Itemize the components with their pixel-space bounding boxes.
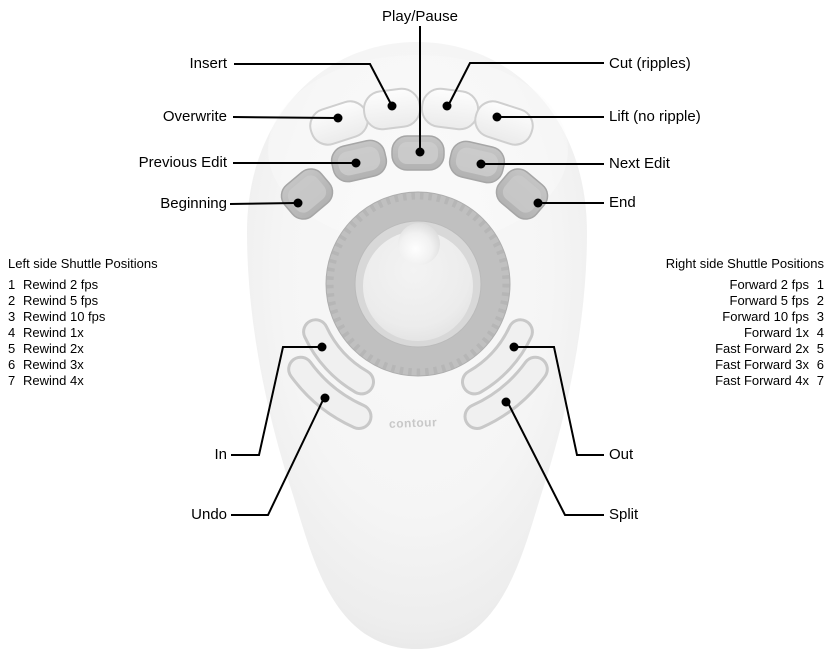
shuttle-position-label: Fast Forward 4x	[715, 373, 809, 388]
shuttle-position-label: Forward 2 fps	[729, 277, 809, 292]
callout-dot-undo	[320, 393, 330, 403]
callout-label-next-edit: Next Edit	[609, 155, 670, 172]
callout-line-split	[507, 402, 604, 516]
callout-dot-overwrite	[333, 113, 343, 123]
list-item: Forward 1x 4	[666, 325, 824, 341]
shuttle-position-number: 1	[8, 277, 16, 292]
callout-line-undo	[231, 399, 324, 516]
shuttle-ring-ribs	[326, 192, 510, 376]
list-item: 6 Rewind 3x	[8, 357, 158, 373]
list-item: Fast Forward 3x 6	[666, 357, 824, 373]
callout-label-end: End	[609, 194, 636, 211]
shuttle-position-number: 2	[816, 293, 824, 308]
left-shuttle-positions: Left side Shuttle Positions 1 Rewind 2 f…	[8, 256, 158, 389]
shuttle-position-number: 3	[816, 309, 824, 324]
callout-label-in: In	[214, 446, 227, 463]
callout-lines	[229, 26, 604, 516]
callout-label-previous-edit: Previous Edit	[138, 154, 227, 171]
right-shuttle-title: Right side Shuttle Positions	[665, 256, 824, 271]
callout-dot-end	[533, 198, 543, 208]
shuttle-position-label: Rewind 4x	[23, 373, 84, 388]
callout-dot-lift	[492, 112, 502, 122]
callout-label-lift: Lift (no ripple)	[609, 108, 701, 125]
list-item: Forward 5 fps 2	[666, 293, 824, 309]
shuttle-position-label: Forward 5 fps	[729, 293, 809, 308]
shuttle-position-label: Rewind 10 fps	[23, 309, 106, 324]
shuttle-position-number: 4	[8, 325, 16, 340]
callout-dot-cut	[442, 101, 452, 111]
contour-logo: contour	[388, 415, 438, 431]
callout-dot-insert	[387, 101, 397, 111]
shuttle-position-label: Fast Forward 2x	[715, 341, 809, 356]
list-item: Forward 10 fps 3	[666, 309, 824, 325]
shuttle-position-label: Rewind 5 fps	[23, 293, 99, 308]
callout-line-beginning	[229, 202, 297, 205]
jog-dome	[363, 231, 473, 341]
callout-line-cut	[447, 62, 604, 107]
callout-label-split: Split	[609, 506, 639, 523]
callout-dot-play-pause	[415, 147, 425, 157]
callout-label-overwrite: Overwrite	[162, 108, 227, 125]
list-item: 2 Rewind 5 fps	[8, 293, 158, 309]
callout-line-out	[517, 346, 604, 456]
callout-dot-split	[501, 397, 511, 407]
button-end	[495, 168, 549, 220]
jog-dimple	[398, 223, 440, 265]
callout-label-cut: Cut (ripples)	[609, 55, 691, 72]
callout-dot-beginning	[293, 198, 303, 208]
shuttle-position-label: Forward 10 fps	[722, 309, 809, 324]
callout-dot-previous-edit	[351, 158, 361, 168]
shuttle-position-label: Forward 1x	[743, 325, 809, 340]
callout-dots	[293, 101, 543, 407]
callout-label-out: Out	[609, 446, 634, 463]
left-shuttle-title: Left side Shuttle Positions	[8, 256, 158, 271]
list-item: Fast Forward 2x 5	[666, 341, 824, 357]
callout-label-undo: Undo	[191, 506, 227, 523]
list-item: 1 Rewind 2 fps	[8, 277, 158, 293]
callout-dot-out	[509, 342, 519, 352]
shuttle-position-number: 7	[816, 373, 824, 388]
button-lift	[474, 100, 534, 146]
shuttle-position-label: Rewind 1x	[23, 325, 84, 340]
list-item: 5 Rewind 2x	[8, 341, 158, 357]
list-item: Forward 2 fps 1	[666, 277, 824, 293]
shuttle-position-label: Fast Forward 3x	[715, 357, 809, 372]
shuttle-position-number: 1	[816, 277, 824, 292]
callout-label-beginning: Beginning	[160, 195, 227, 212]
shuttle-position-number: 6	[816, 357, 824, 372]
shuttle-position-number: 5	[8, 341, 16, 356]
shuttle-position-number: 7	[8, 373, 16, 388]
button-out	[461, 318, 534, 396]
list-item: 3 Rewind 10 fps	[8, 309, 158, 325]
list-item: 4 Rewind 1x	[8, 325, 158, 341]
callout-label-play-pause: Play/Pause	[382, 8, 458, 25]
shuttle-position-label: Rewind 2 fps	[23, 277, 99, 292]
callout-line-overwrite	[232, 116, 337, 119]
callout-label-insert: Insert	[189, 55, 227, 72]
button-split	[463, 355, 549, 430]
button-in	[302, 318, 375, 396]
list-item: Fast Forward 4x 7	[666, 373, 824, 389]
callout-dot-in	[317, 342, 327, 352]
shuttle-position-number: 3	[8, 309, 16, 324]
callout-dot-next-edit	[476, 159, 486, 169]
right-shuttle-positions: Right side Shuttle Positions Forward 2 f…	[666, 256, 824, 389]
shuttle-position-number: 4	[816, 325, 824, 340]
shuttle-position-label: Rewind 2x	[23, 341, 84, 356]
shuttle-position-label: Rewind 3x	[23, 357, 84, 372]
callout-line-in	[231, 346, 319, 456]
shuttle-position-number: 2	[8, 293, 16, 308]
callout-line-insert	[234, 63, 393, 107]
shuttle-position-number: 5	[816, 341, 824, 356]
shuttle-position-number: 6	[8, 357, 16, 372]
list-item: 7 Rewind 4x	[8, 373, 158, 389]
